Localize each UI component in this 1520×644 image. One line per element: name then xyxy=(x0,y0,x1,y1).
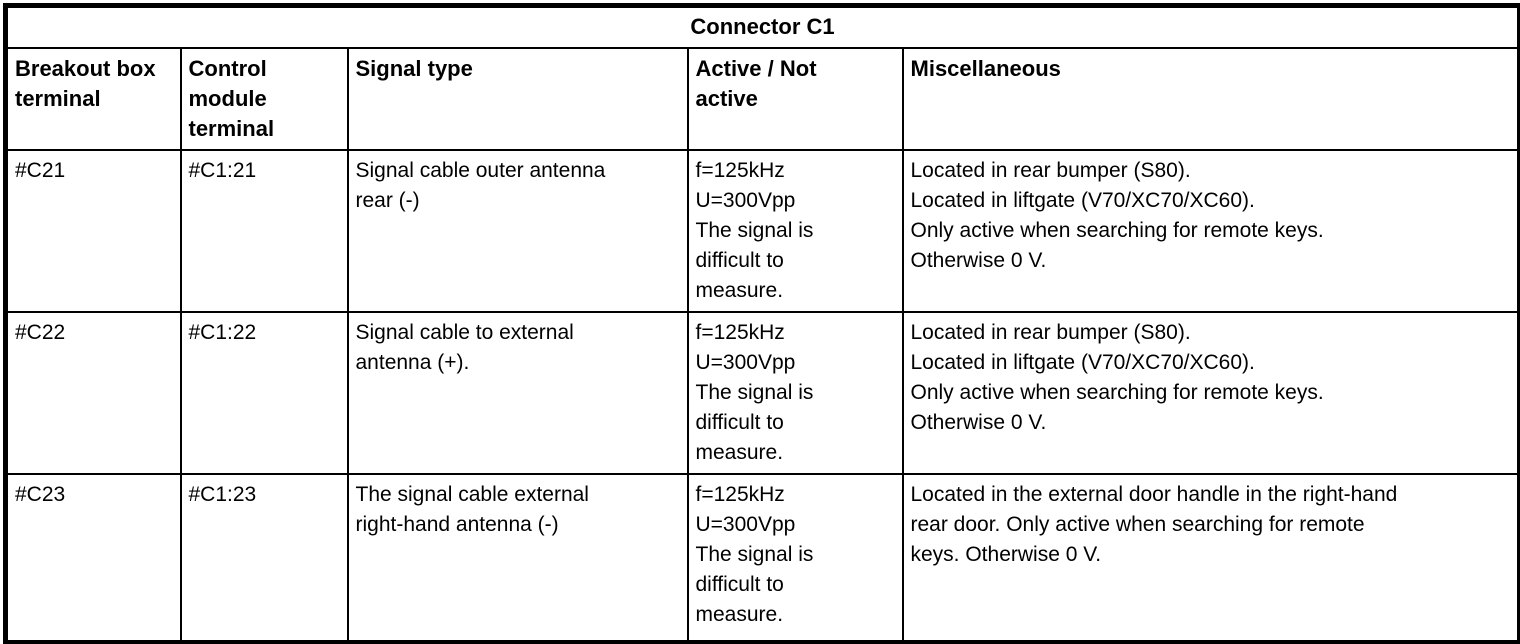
cell-miscellaneous: Located in the external door handle in t… xyxy=(901,472,1520,644)
column-header-active-not-active: Active / Not active xyxy=(686,46,904,151)
cell-control-module-terminal: #C1:21 xyxy=(179,148,349,313)
cell-active-not-active: f=125kHz U=300Vpp The signal is difficul… xyxy=(686,472,904,644)
table-row: #C22 #C1:22 Signal cable to external ant… xyxy=(4,310,1520,475)
cell-miscellaneous: Located in rear bumper (S80). Located in… xyxy=(901,310,1520,475)
cell-active-not-active: f=125kHz U=300Vpp The signal is difficul… xyxy=(686,310,904,475)
cell-control-module-terminal: #C1:23 xyxy=(179,472,349,644)
table-row: #C23 #C1:23 The signal cable external ri… xyxy=(4,472,1520,644)
table-header-row: Breakout box terminal Control module ter… xyxy=(4,46,1520,151)
table-title-row: Connector C1 xyxy=(4,4,1520,49)
column-header-breakout-box-terminal: Breakout box terminal xyxy=(4,46,182,151)
cell-breakout-box-terminal: #C21 xyxy=(4,148,182,313)
cell-signal-type: Signal cable to external antenna (+). xyxy=(346,310,689,475)
table-row: #C21 #C1:21 Signal cable outer antenna r… xyxy=(4,148,1520,313)
cell-active-not-active: f=125kHz U=300Vpp The signal is difficul… xyxy=(686,148,904,313)
connector-c1-table: Connector C1 Breakout box terminal Contr… xyxy=(3,3,1520,644)
column-header-control-module-terminal: Control module terminal xyxy=(179,46,349,151)
table-title: Connector C1 xyxy=(4,4,1520,49)
cell-breakout-box-terminal: #C23 xyxy=(4,472,182,644)
column-header-signal-type: Signal type xyxy=(346,46,689,151)
cell-miscellaneous: Located in rear bumper (S80). Located in… xyxy=(901,148,1520,313)
cell-signal-type: The signal cable external right-hand ant… xyxy=(346,472,689,644)
column-header-miscellaneous: Miscellaneous xyxy=(901,46,1520,151)
cell-control-module-terminal: #C1:22 xyxy=(179,310,349,475)
cell-signal-type: Signal cable outer antenna rear (-) xyxy=(346,148,689,313)
cell-breakout-box-terminal: #C22 xyxy=(4,310,182,475)
